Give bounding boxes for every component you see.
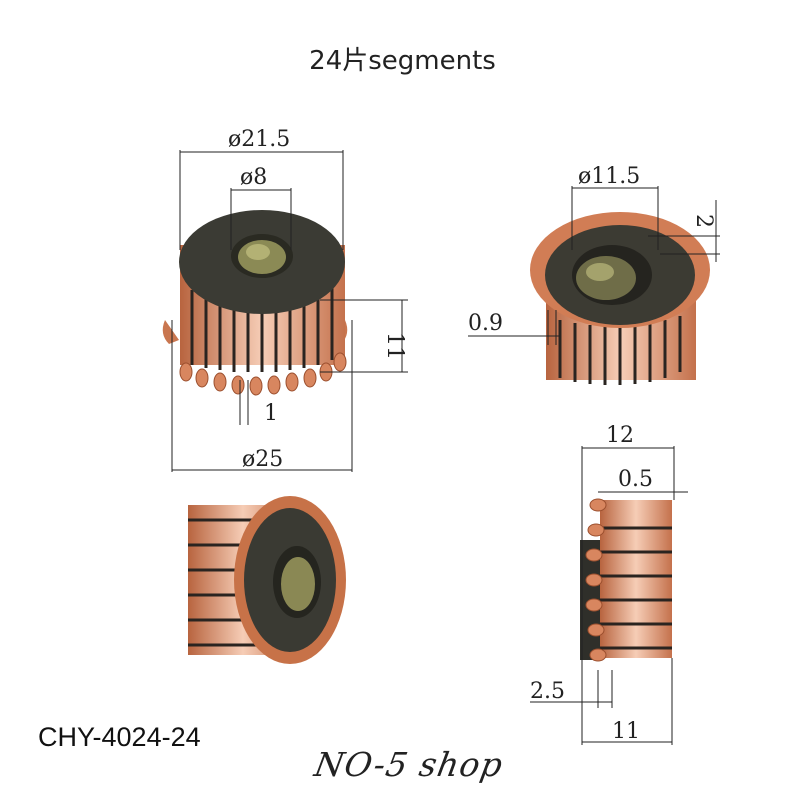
dim-offset-2: 2 xyxy=(691,214,716,228)
shop-watermark: NO-5 shop xyxy=(311,745,507,784)
commutator-front-view xyxy=(162,210,348,396)
dim-height-11: 11 xyxy=(382,332,407,360)
dim-hook-05: 0.5 xyxy=(618,467,653,492)
dim-gap-09: 0.9 xyxy=(468,311,503,336)
commutator-angled-view xyxy=(530,212,710,385)
dim-outer-bottom: ø25 xyxy=(242,447,283,472)
dim-length-12: 12 xyxy=(606,423,634,448)
model-number: CHY-4024-24 xyxy=(38,722,201,752)
dim-base-25: 2.5 xyxy=(530,679,565,704)
page-title: 24片segments xyxy=(309,46,496,76)
commutator-side-view xyxy=(188,496,346,664)
dim-inner: ø8 xyxy=(240,165,267,190)
dim-outer-top: ø21.5 xyxy=(228,127,290,152)
dimension-lines xyxy=(171,150,720,745)
dim-length-11: 11 xyxy=(612,719,640,744)
commutator-profile-view xyxy=(580,498,672,662)
dim-segment-width: 1 xyxy=(264,401,278,426)
dim-inner-right: ø11.5 xyxy=(578,164,640,189)
